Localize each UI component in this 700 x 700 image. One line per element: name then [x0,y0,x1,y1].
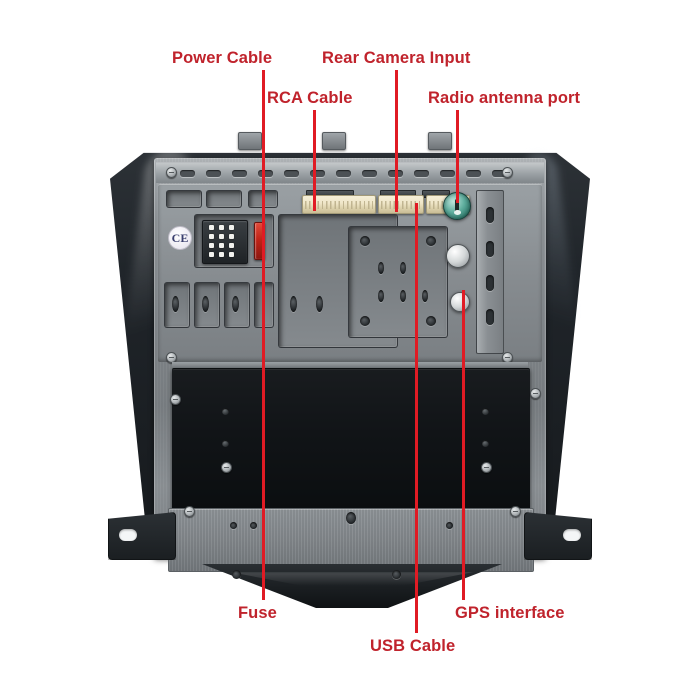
mounting-bracket-left [108,512,176,560]
leader-line-rear-camera-input [395,70,398,212]
rear-camera-ribbon-connector [378,195,424,214]
panel-recess [166,190,202,208]
aux-circular-port [446,244,470,268]
callout-label-usb-cable: USB Cable [370,637,456,655]
side-rail [476,190,504,354]
leader-line-fuse [262,233,265,600]
leader-line-radio-antenna-port [456,110,459,203]
rear-shield [172,368,530,512]
callout-label-rear-camera-input: Rear Camera Input [322,49,471,67]
rca-ribbon-connector [302,195,376,214]
top-vent-strip [156,162,544,183]
leader-line-gps-interface [462,290,465,600]
panel-recess [206,190,242,208]
chassis-screw [502,167,513,178]
chassis-screw [166,167,177,178]
mount-tab [428,132,452,150]
power-harness-connector [202,220,248,264]
bottom-shroud [202,564,502,608]
shroud-highlight [230,572,474,586]
mounting-bracket-right [524,512,592,560]
ce-mark-icon: CE [168,226,192,250]
leader-line-rca-cable [313,110,316,211]
mount-tab [238,132,262,150]
gps-antenna-port [450,292,470,312]
callout-label-power-cable: Power Cable [172,49,273,67]
mount-tab [322,132,346,150]
callout-label-rca-cable: RCA Cable [267,89,353,107]
leader-line-usb-cable [415,203,418,633]
head-unit-device-image: CE [108,132,592,608]
leader-line-power-cable [262,70,265,237]
callout-label-fuse: Fuse [238,604,277,622]
callout-label-gps-interface: GPS interface [455,604,565,622]
callout-label-radio-antenna-port: Radio antenna port [428,89,581,107]
chassis-screw [166,352,177,363]
shield-top-edge [172,362,528,370]
